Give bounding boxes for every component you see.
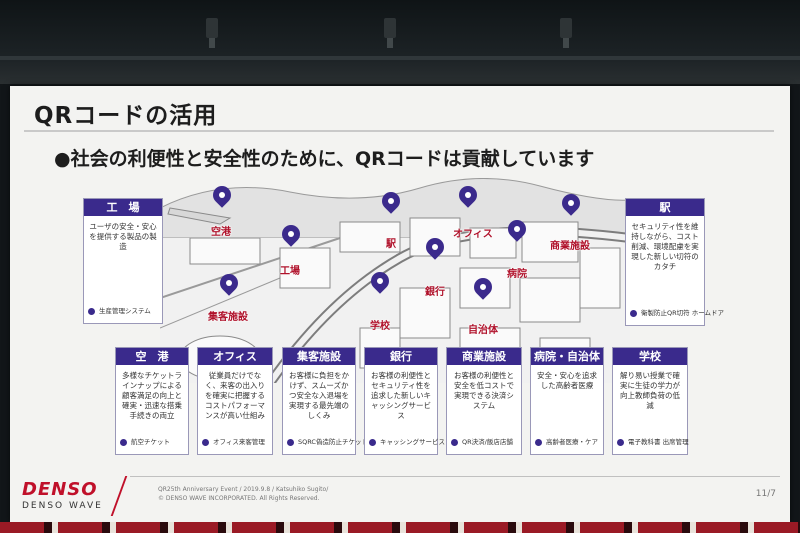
card-title: 学校 bbox=[613, 348, 687, 365]
map-label: 銀行 bbox=[425, 287, 445, 298]
map-label: 工場 bbox=[280, 266, 300, 277]
card-body: セキュリティ性を維持しながら、コスト削減、環境配慮を実現した新しい切符のカタチ bbox=[631, 222, 699, 271]
page-number: 11/7 bbox=[755, 489, 776, 499]
card-bank: 銀行 お客様の利便性とセキュリティ性を追求した新しいキャッシングサービス キャッ… bbox=[364, 347, 445, 455]
card-office: オフィス 従業員だけでなく、来客の出入りを確実に把握するコストパフォーマンスが高… bbox=[197, 347, 273, 455]
logo-slash bbox=[110, 476, 128, 516]
card-title: 商業施設 bbox=[447, 348, 521, 365]
card-body: 安全・安心を追求した高齢者医療 bbox=[537, 371, 597, 390]
card-title: 駅 bbox=[626, 199, 704, 216]
ceiling-light bbox=[384, 18, 396, 48]
map-label: 空港 bbox=[211, 227, 231, 238]
card-footer: キャッシングサービス bbox=[369, 436, 445, 446]
qr-bullet-icon bbox=[369, 438, 376, 446]
card-school: 学校 解り易い授業で確実に生徒の学力が向上教師負荷の低減 電子教科書 出席管理 bbox=[612, 347, 689, 455]
projection-screen: QRコードの活用 ●社会の利便性と安全性のために、QRコードは貢献しています 空… bbox=[10, 86, 790, 522]
slide-title: QRコードの活用 bbox=[34, 103, 218, 129]
qr-bullet-icon bbox=[88, 307, 95, 315]
ceiling bbox=[0, 0, 800, 84]
stage-banner-strip bbox=[0, 522, 800, 533]
city-illustration bbox=[160, 178, 630, 383]
card-footer: QR決済/飯店店舗 bbox=[451, 436, 513, 446]
slide-subtitle: ●社会の利便性と安全性のために、QRコードは貢献しています bbox=[54, 148, 595, 170]
card-title: オフィス bbox=[198, 348, 272, 365]
card-body: 従業員だけでなく、来客の出入りを確実に把握するコストパフォーマンスが高い仕組み bbox=[205, 371, 265, 420]
title-divider bbox=[24, 130, 774, 132]
ceiling-light bbox=[560, 18, 572, 48]
card-footer: 高齢者医療・ケア bbox=[535, 436, 598, 446]
card-title: 集客施設 bbox=[283, 348, 355, 365]
card-body: 多様なチケットラインナップによる顧客満足の向上と確実・迅速な搭乗手続きの両立 bbox=[122, 371, 182, 420]
qr-bullet-icon bbox=[535, 438, 542, 446]
qr-bullet-icon bbox=[451, 438, 458, 446]
map-label: 集客施設 bbox=[208, 312, 248, 323]
card-body: お客様に負担をかけず、スムーズかつ安全な入退場を実現する最先端のしくみ bbox=[289, 371, 349, 420]
card-body: お客様の利便性と安全を低コストで実現できる決済システム bbox=[454, 371, 514, 410]
card-footer: SQRC偽造防止チケット bbox=[287, 436, 368, 446]
card-venue: 集客施設 お客様に負担をかけず、スムーズかつ安全な入退場を実現する最先端のしくみ… bbox=[282, 347, 368, 455]
card-footer: 生産管理システム bbox=[88, 305, 151, 315]
card-title: 銀行 bbox=[365, 348, 437, 365]
ceiling-track bbox=[0, 56, 800, 60]
card-footer: 航空チケット bbox=[120, 436, 170, 446]
qr-bullet-icon bbox=[120, 438, 127, 446]
map-label: 自治体 bbox=[468, 325, 498, 336]
map-label: 商業施設 bbox=[550, 241, 590, 252]
qr-bullet-icon bbox=[202, 438, 209, 446]
denso-logo: DENSO DENSO WAVE bbox=[22, 479, 103, 511]
card-body: 解り易い授業で確実に生徒の学力が向上教師負荷の低減 bbox=[620, 371, 680, 410]
card-title: 病院・自治体 bbox=[531, 348, 603, 365]
map-label: 学校 bbox=[370, 321, 390, 332]
qr-bullet-icon bbox=[287, 438, 294, 446]
event-info: QR25th Anniversary Event / 2019.9.8 / Ka… bbox=[158, 486, 329, 502]
footer-divider bbox=[130, 476, 780, 477]
card-commerce: 商業施設 お客様の利便性と安全を低コストで実現できる決済システム QR決済/飯店… bbox=[446, 347, 522, 455]
map-label: オフィス bbox=[453, 229, 493, 240]
card-factory: 工 場 ユーザの安全・安心を提供する製品の製造 生産管理システム bbox=[83, 198, 163, 324]
card-footer: 衛製防止QR切符 ホームドア bbox=[630, 307, 724, 317]
card-title: 工 場 bbox=[84, 199, 162, 216]
card-station: 駅 セキュリティ性を維持しながら、コスト削減、環境配慮を実現した新しい切符のカタ… bbox=[625, 198, 724, 326]
qr-bullet-icon bbox=[617, 438, 624, 446]
card-body: お客様の利便性とセキュリティ性を追求した新しいキャッシングサービス bbox=[371, 371, 431, 420]
card-footer: オフィス来客管理 bbox=[202, 436, 265, 446]
ceiling-light bbox=[206, 18, 218, 48]
card-body: ユーザの安全・安心を提供する製品の製造 bbox=[89, 222, 157, 251]
card-footer: 電子教科書 出席管理 bbox=[617, 436, 689, 446]
qr-bullet-icon bbox=[630, 309, 637, 317]
card-hospital: 病院・自治体 安全・安心を追求した高齢者医療 高齢者医療・ケア bbox=[530, 347, 604, 455]
card-airport: 空 港 多様なチケットラインナップによる顧客満足の向上と確実・迅速な搭乗手続きの… bbox=[115, 347, 189, 455]
map-label: 駅 bbox=[386, 239, 396, 250]
card-title: 空 港 bbox=[116, 348, 188, 365]
map-label: 病院 bbox=[507, 269, 527, 280]
